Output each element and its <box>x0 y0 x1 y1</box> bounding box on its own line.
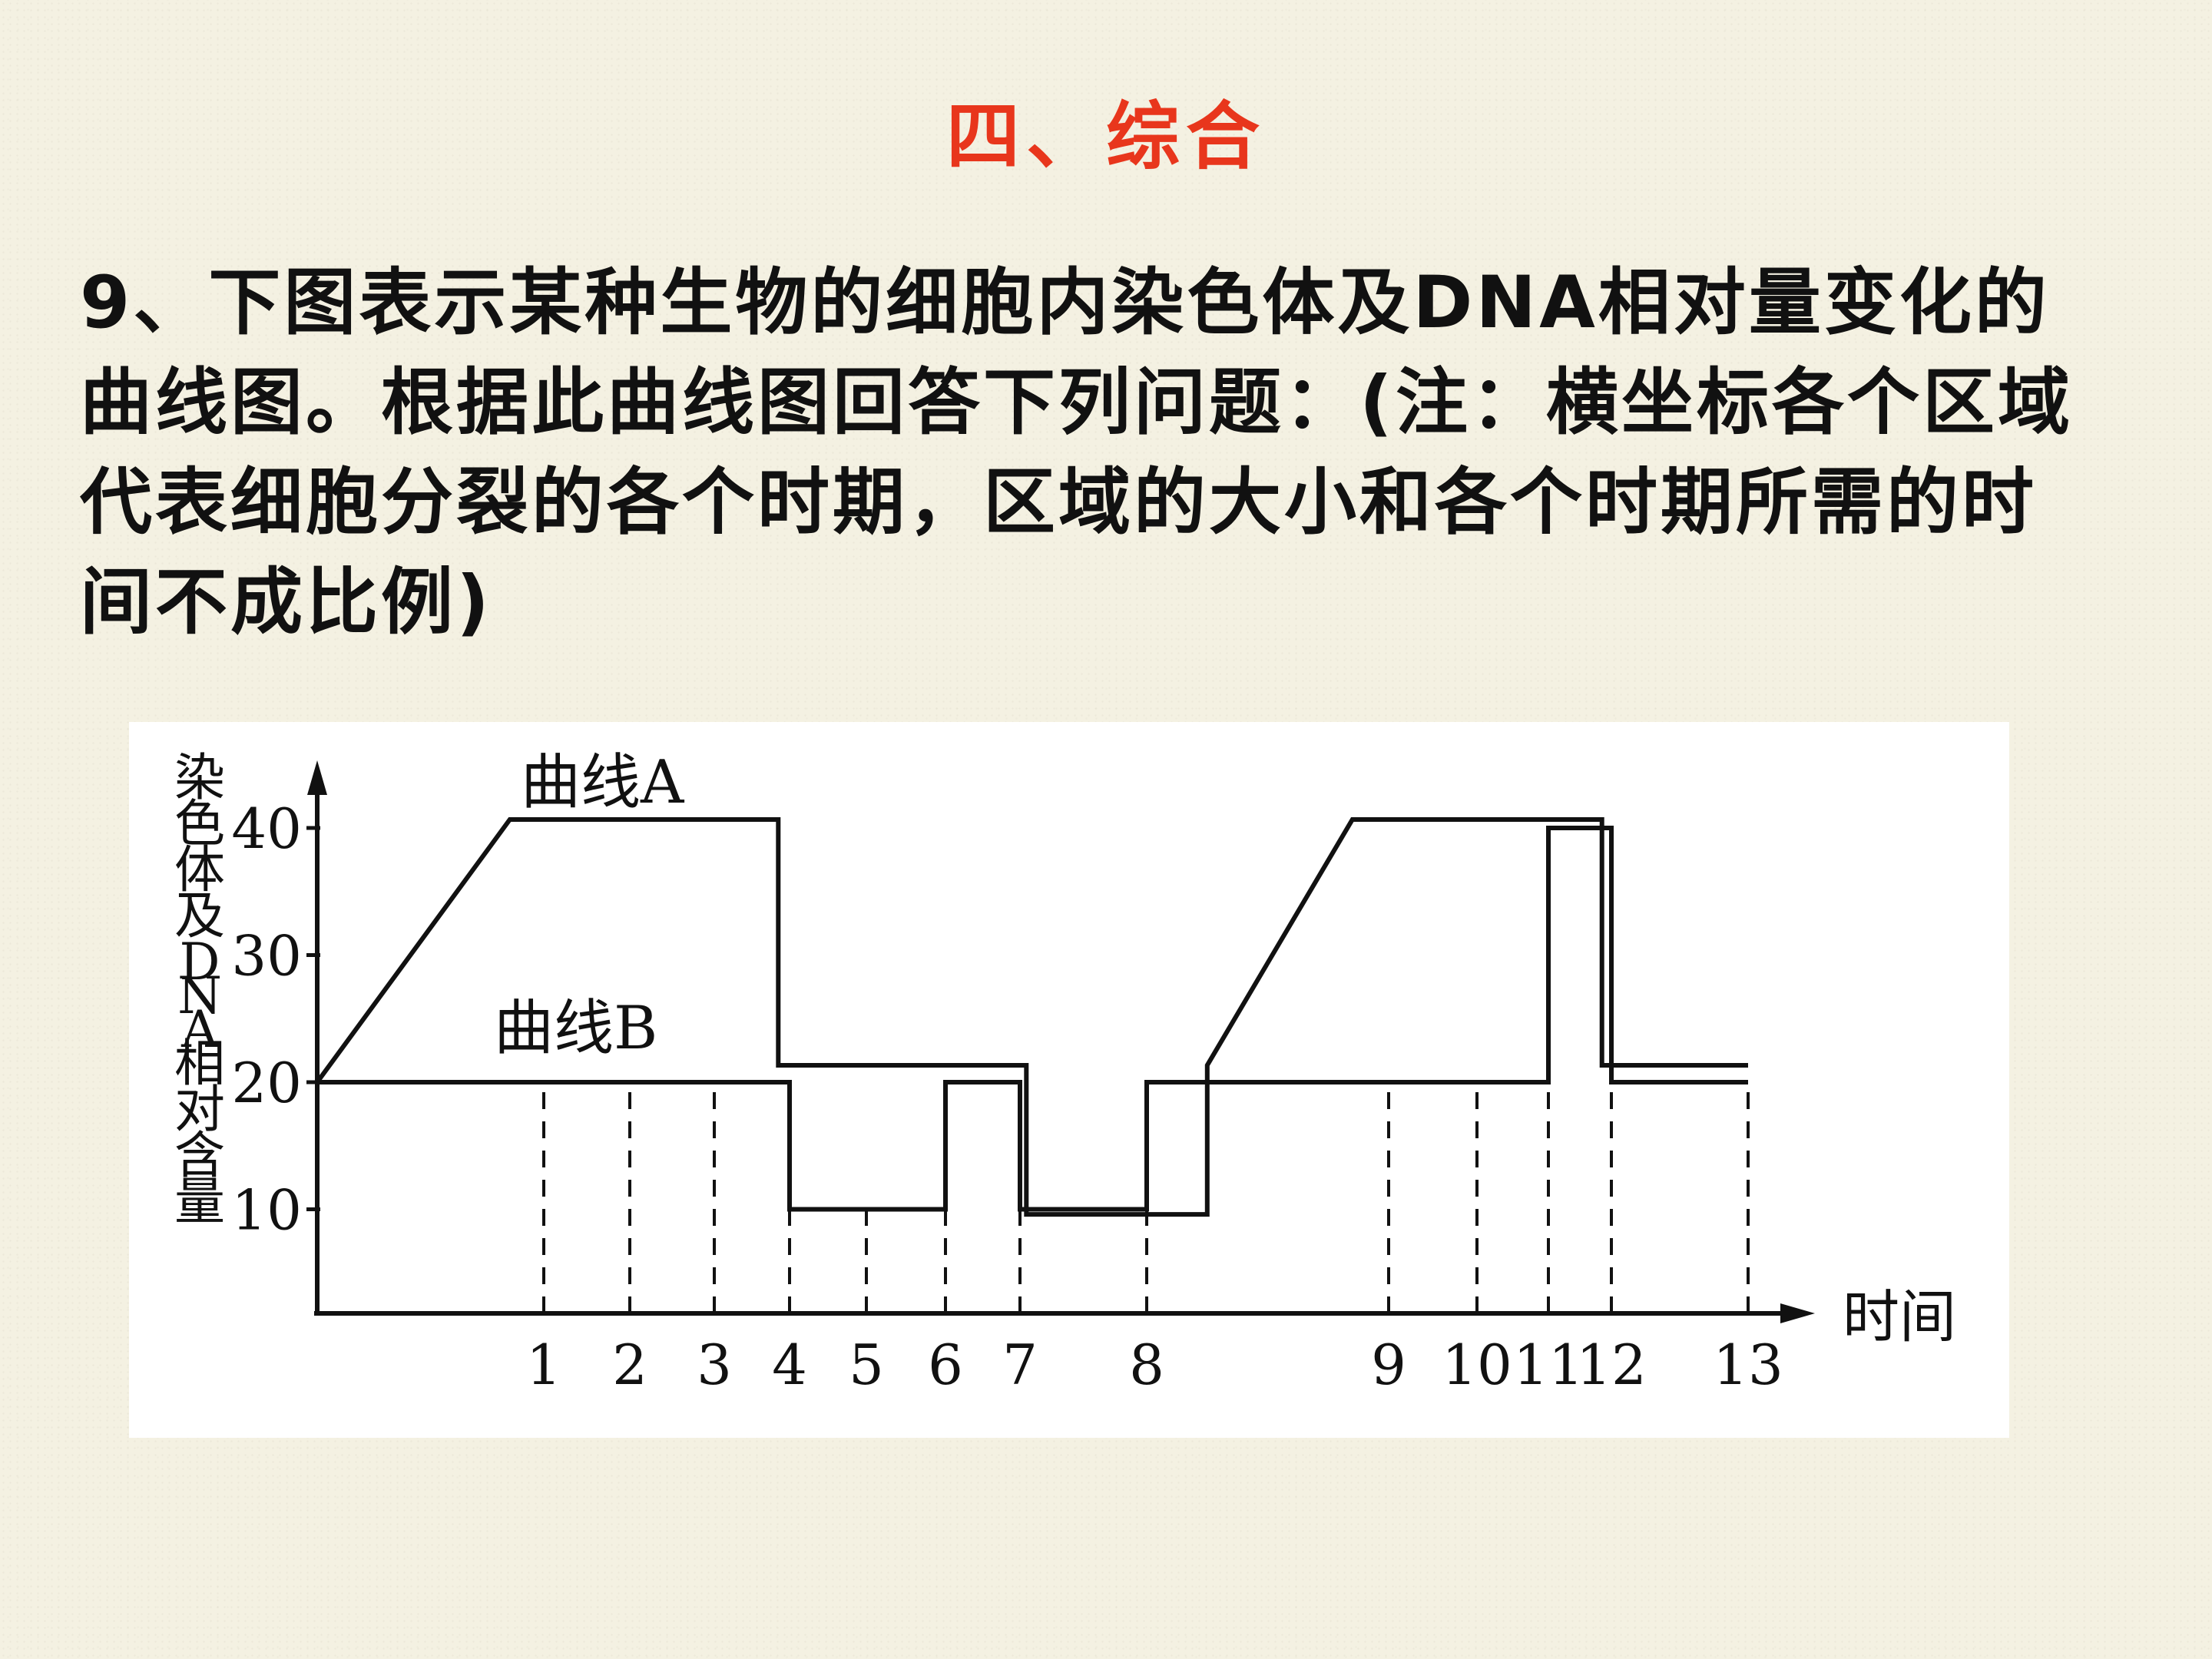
slide-title: 四、综合 <box>946 94 1266 180</box>
y-tick-label: 20 <box>231 1051 302 1115</box>
question-text: 9、下图表示某种生物的细胞内染色体及DNA相对量变化的曲线图。根据此曲线图回答下… <box>80 261 2073 644</box>
x-tick-label: 12 <box>1576 1333 1647 1397</box>
x-tick-label: 9 <box>1371 1333 1406 1397</box>
x-tick-label: 3 <box>697 1333 732 1397</box>
x-tick-label: 6 <box>928 1333 963 1397</box>
x-tick-label: 8 <box>1129 1333 1164 1397</box>
x-tick-label: 13 <box>1713 1333 1783 1397</box>
series-label-curve-a: 曲线A <box>521 748 685 817</box>
x-axis-label: 时间 <box>1843 1284 1956 1350</box>
x-tick-label: 1 <box>526 1333 561 1397</box>
x-tick-label: 11 <box>1513 1333 1584 1397</box>
series-line-curve-a <box>315 817 1748 1217</box>
y-tick-label: 10 <box>231 1178 302 1243</box>
x-tick-label: 7 <box>1002 1333 1038 1397</box>
series-label-curve-b: 曲线B <box>494 994 657 1063</box>
series-line-curve-b <box>317 826 1748 1212</box>
y-tick-label: 30 <box>231 924 302 988</box>
y-tick-label: 40 <box>231 796 302 861</box>
x-tick-label: 5 <box>849 1333 884 1397</box>
x-tick-label: 10 <box>1442 1333 1512 1397</box>
x-axis-arrow <box>1780 1303 1815 1323</box>
x-tick-label: 4 <box>772 1333 807 1397</box>
y-axis-arrow <box>307 760 327 795</box>
x-tick-label: 2 <box>612 1333 647 1397</box>
